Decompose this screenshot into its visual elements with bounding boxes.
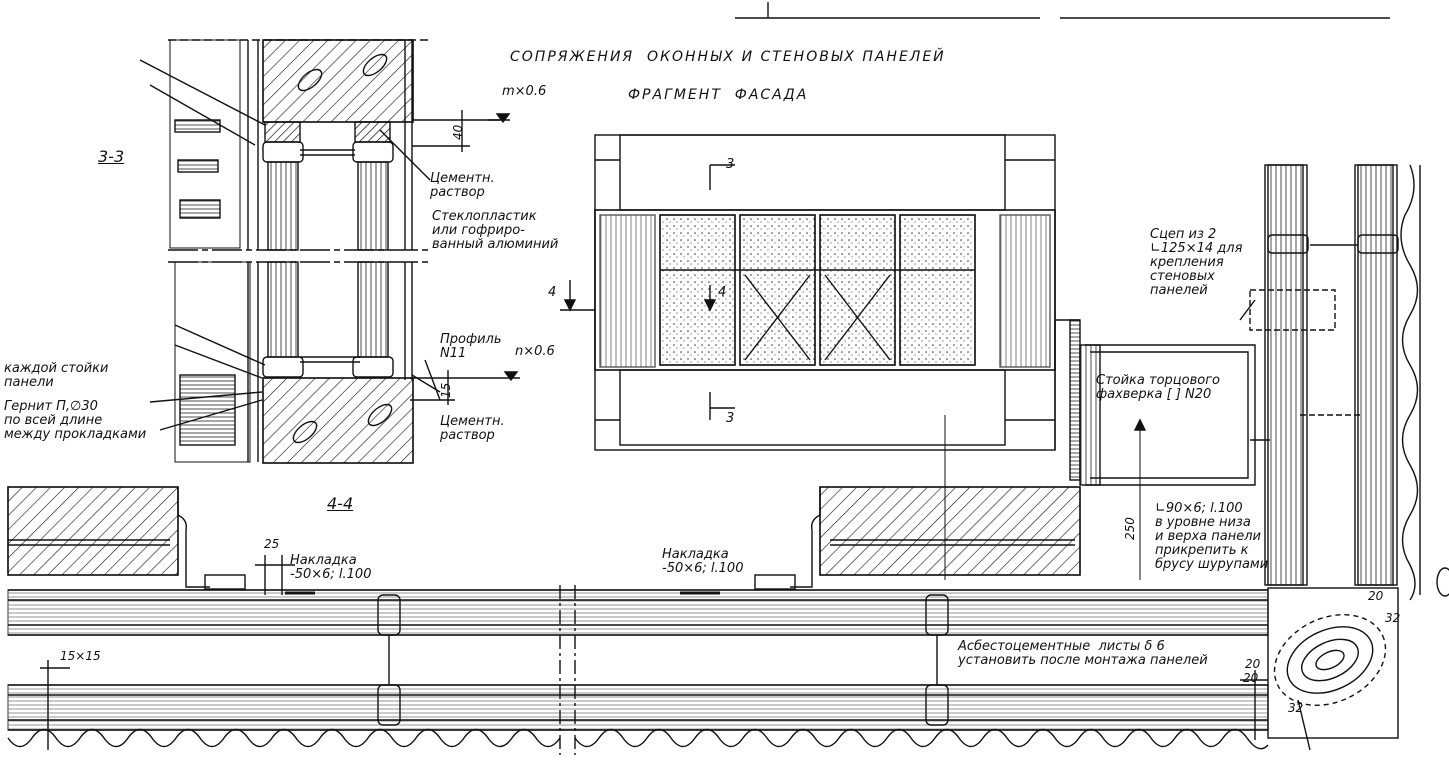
section-3-3-title: 3-3 — [98, 147, 125, 166]
section-4-4 — [7, 486, 1399, 755]
section-mark-3-top: 3 — [726, 157, 735, 172]
facade-fragment — [560, 134, 1056, 580]
level-mark-top: m×0.6 — [502, 84, 547, 99]
section-mark-4-left: 4 — [548, 285, 557, 300]
gernit-note: Гернит П,∅30 по всей длине между проклад… — [4, 399, 147, 442]
section-3-3-lower — [149, 261, 520, 464]
dim-15x15: 15×15 — [60, 649, 101, 663]
drawing-title: СОПРЯЖЕНИЯ ОКОННЫХ И СТЕНОВЫХ ПАНЕЛЕЙ — [510, 49, 946, 65]
dim-25: 25 — [264, 537, 280, 551]
stud-note: каждой стойки панели — [4, 361, 109, 390]
section-3-3-upper — [139, 39, 511, 251]
dim-20-lower: 20 — [1245, 657, 1261, 671]
mortar-top-label: Цементн. раствор — [430, 171, 495, 200]
angle-label: ∟90×6; l.100 в уровне низа и верха панел… — [1155, 501, 1269, 572]
section-mark-3-bottom: 3 — [726, 411, 735, 426]
dim-32-lower: 32 — [1288, 701, 1304, 715]
right-end-post-detail — [1054, 164, 1449, 601]
cover-plate-label-left: Накладка -50×6; l.100 — [290, 553, 372, 582]
mortar-bottom-label: Цементн. раствор — [440, 414, 505, 443]
dim-15: 15 — [439, 382, 453, 398]
section-4-4-title: 4-4 — [327, 494, 354, 513]
asbestos-sheets-note: Асбестоцементные листы δ 6 установить по… — [958, 639, 1208, 668]
coupler-label: Сцеп из 2 ∟125×14 для крепления стеновых… — [1150, 227, 1243, 298]
dim-32-upper: 32 — [1385, 611, 1401, 625]
cladding-label: Стеклопластик или гофриро- ванный алюмин… — [432, 209, 559, 252]
level-mark-bottom: n×0.6 — [515, 344, 555, 359]
dim-20-upper: 20 — [1368, 589, 1384, 603]
profile-label: Профиль N11 — [440, 332, 502, 361]
drawing-subtitle: ФРАГМЕНТ ФАСАДА — [628, 87, 809, 103]
section-mark-4-inner: 4 — [718, 285, 727, 300]
dim-250: 250 — [1123, 517, 1137, 540]
dim-20-bottom: 20 — [1243, 671, 1259, 685]
end-post-label: Стойка торцового фахверка [ ] N20 — [1096, 373, 1220, 402]
dim-40: 40 — [451, 124, 465, 140]
cover-plate-label-right: Накладка -50×6; l.100 — [662, 547, 744, 576]
top-axis-arrows — [735, 2, 1390, 19]
